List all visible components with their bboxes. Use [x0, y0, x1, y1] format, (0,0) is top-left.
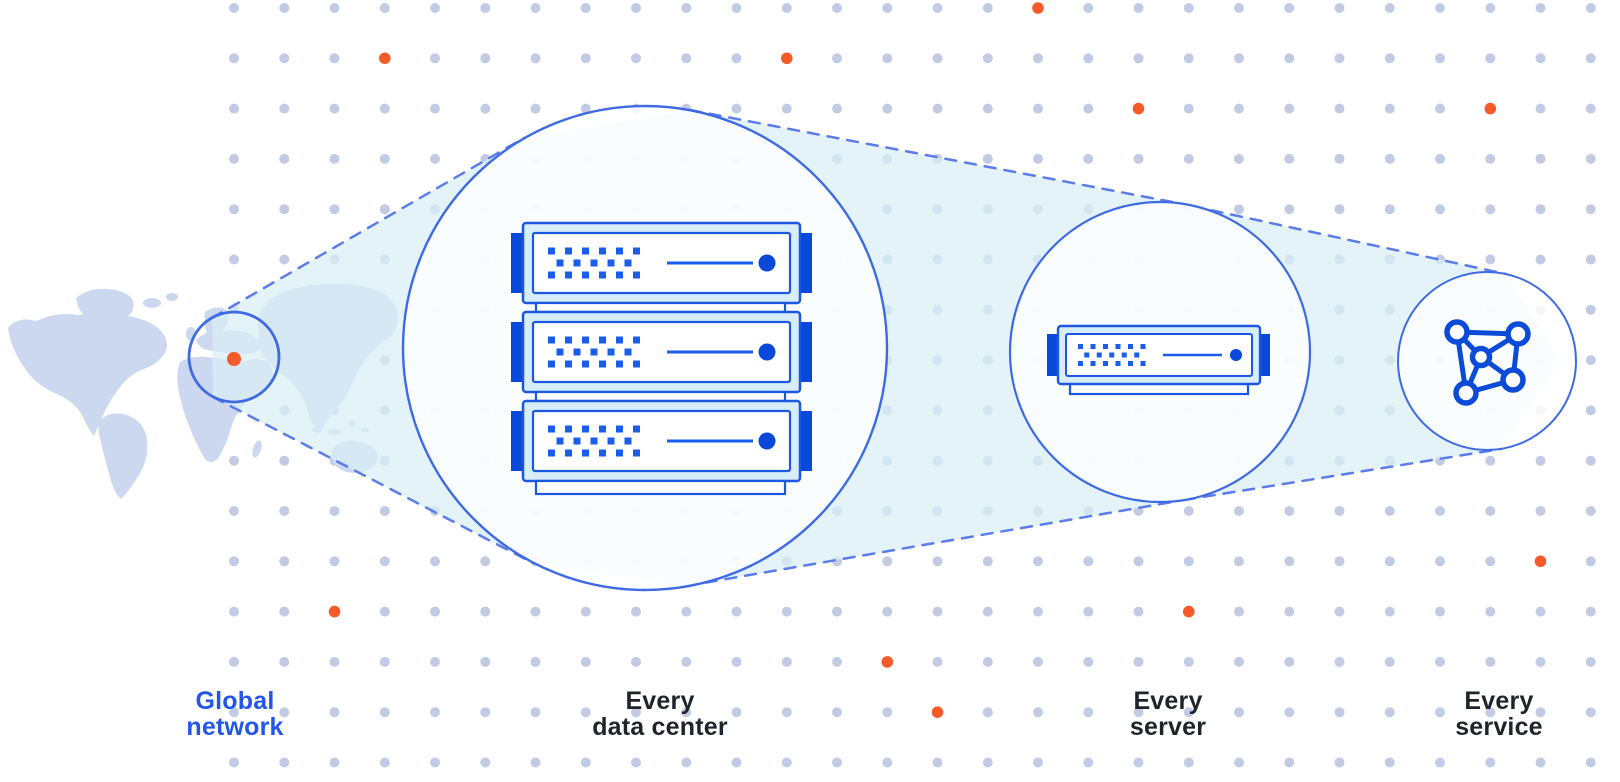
- mesh-network-icon: [1444, 319, 1531, 406]
- server-faceplate: [1065, 333, 1253, 377]
- accent-dot: [1534, 555, 1547, 568]
- server-dot-pattern: [548, 247, 1146, 457]
- server-unit: [511, 310, 812, 394]
- server-faceplate: [531, 409, 792, 473]
- label-line: Every: [625, 687, 695, 715]
- rack-tab: [1259, 334, 1270, 376]
- dashed-line: [684, 498, 1186, 588]
- label-line: service: [1455, 713, 1543, 741]
- server-unit: [511, 399, 812, 483]
- dashed-line: [211, 395, 535, 565]
- mesh-node: [1444, 319, 1470, 345]
- label-every-service: Every service: [1455, 688, 1543, 740]
- accent-dot: [781, 52, 793, 65]
- accent-dot: [1032, 2, 1044, 14]
- mesh-node: [1505, 321, 1531, 347]
- rack-connector: [534, 390, 787, 403]
- map-south-america: [98, 413, 148, 499]
- server-faceplate: [531, 231, 792, 295]
- rack-tab: [511, 233, 524, 293]
- server-led: [758, 343, 776, 361]
- label-line: Every: [1133, 687, 1203, 715]
- rack-base: [534, 479, 787, 496]
- rack-tab: [799, 411, 812, 471]
- map-island: [166, 293, 178, 301]
- label-line: server: [1129, 713, 1207, 741]
- label-line: Global: [195, 687, 275, 715]
- dashed-line: [1190, 204, 1508, 276]
- server-led: [1230, 349, 1242, 361]
- mesh-node: [1469, 345, 1493, 369]
- map-island: [143, 298, 161, 308]
- label-every-data-center: Every data center: [592, 688, 728, 740]
- label-line: Every: [1464, 687, 1534, 715]
- rack-tab: [799, 233, 812, 293]
- dashed-line: [210, 136, 526, 320]
- server-unit: [511, 221, 812, 305]
- accent-dot: [1132, 102, 1145, 115]
- rack-connector: [534, 301, 787, 314]
- dashed-line: [688, 108, 1190, 207]
- rack-tab: [1047, 334, 1058, 376]
- map-madagascar: [252, 440, 262, 458]
- server-led: [758, 254, 776, 272]
- server-led: [758, 432, 776, 450]
- accent-dot: [881, 656, 894, 668]
- server-unit-icon: [1047, 324, 1270, 396]
- mesh-node: [1453, 380, 1479, 406]
- rack-tab: [511, 411, 524, 471]
- label-every-server: Every server: [1130, 688, 1206, 740]
- dashed-line: [1182, 447, 1503, 502]
- cone-dashed-lines: [210, 108, 1508, 588]
- rack-tab: [799, 322, 812, 382]
- accent-dot: [931, 706, 944, 718]
- location-dot: [227, 352, 241, 366]
- label-line: network: [186, 713, 284, 741]
- mesh-node: [1500, 367, 1526, 393]
- server-faceplate: [531, 320, 792, 384]
- server-rack-icon: [511, 221, 812, 496]
- accent-dot: [1484, 102, 1497, 115]
- map-highlight-circle: [187, 310, 281, 404]
- accent-dot: [1183, 605, 1195, 618]
- accent-dot: [328, 605, 341, 618]
- label-global-network: Global network: [186, 688, 283, 740]
- rack-tab: [511, 322, 524, 382]
- accent-dot: [379, 52, 391, 65]
- label-line: data center: [592, 713, 728, 741]
- map-north-america: [8, 313, 167, 436]
